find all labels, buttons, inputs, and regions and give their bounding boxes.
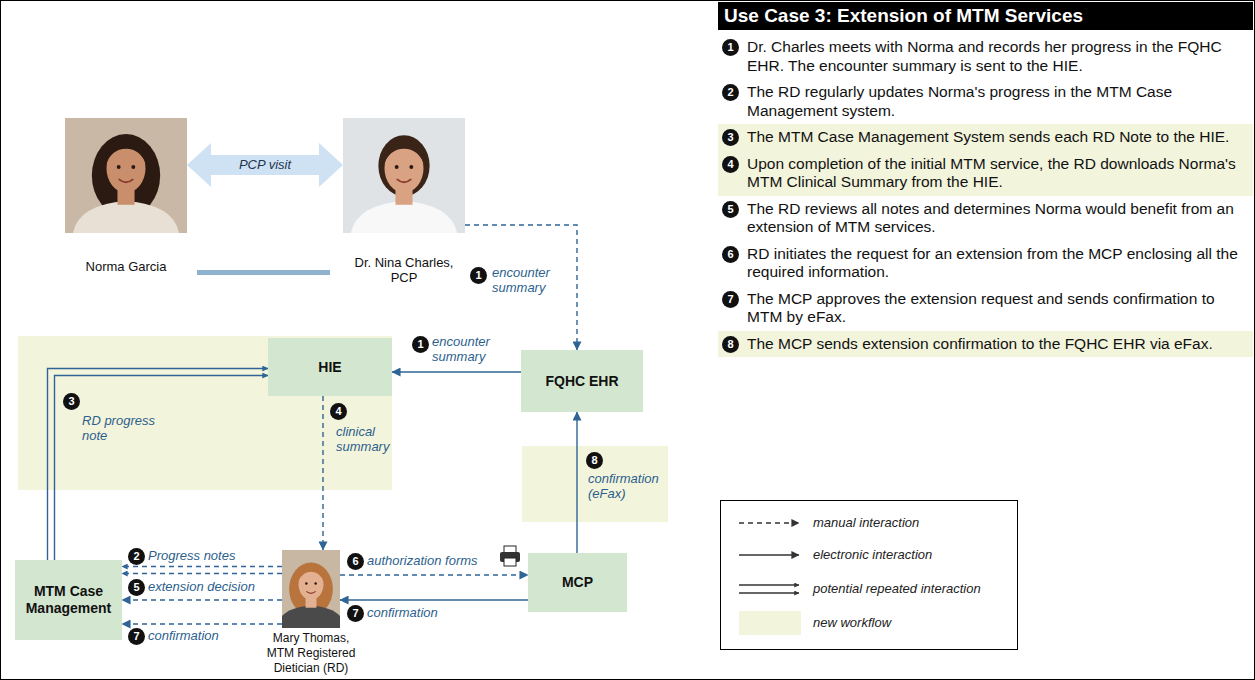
callout-number: 3 bbox=[63, 393, 80, 410]
box-label: MCP bbox=[562, 574, 593, 591]
edge-label: authorization forms bbox=[367, 553, 497, 568]
portrait bbox=[65, 118, 187, 233]
connector bbox=[340, 575, 528, 576]
connector bbox=[340, 600, 528, 601]
box-label: MTM Case Management bbox=[21, 583, 116, 617]
portrait bbox=[282, 550, 340, 628]
step-text: The MCP approves the extension request a… bbox=[747, 290, 1249, 327]
connector bbox=[392, 372, 521, 373]
legend-text: potential repeated interaction bbox=[813, 581, 981, 596]
edge-label: RD progress note bbox=[82, 413, 172, 443]
connector bbox=[122, 600, 282, 601]
edge-label: PCP visit bbox=[225, 157, 305, 172]
step-row: 8 The MCP sends extension confirmation to… bbox=[718, 331, 1253, 358]
callout-number: 6 bbox=[722, 246, 739, 263]
legend-box: manual interaction electronic interaction… bbox=[720, 500, 1018, 650]
edge-label: Progress notes bbox=[148, 548, 273, 563]
edge-label: confirmation bbox=[148, 628, 273, 643]
system-box: MCP bbox=[528, 553, 627, 612]
step-row: 6 RD initiates the request for an extensi… bbox=[718, 241, 1253, 286]
person-caption: Dr. Nina Charles, PCP bbox=[344, 255, 464, 285]
callout-number: 1 bbox=[412, 336, 429, 353]
step-text: Dr. Charles meets with Norma and records… bbox=[747, 38, 1249, 75]
callout-number: 4 bbox=[330, 403, 347, 420]
legend-sample bbox=[737, 579, 803, 599]
callout-number: 8 bbox=[586, 452, 603, 469]
box-label: FQHC EHR bbox=[545, 373, 618, 390]
new-workflow-region bbox=[18, 336, 392, 490]
legend-entry: manual interaction bbox=[721, 509, 1017, 537]
step-text: The RD regularly updates Norma's progres… bbox=[747, 83, 1249, 120]
step-list: 1 Dr. Charles meets with Norma and record… bbox=[718, 34, 1253, 357]
edge-label: encounter summary bbox=[492, 265, 572, 295]
callout-number: 7 bbox=[722, 291, 739, 308]
callout-number: 1 bbox=[722, 39, 739, 56]
edge-label: extension decision bbox=[148, 579, 273, 594]
legend-sample bbox=[737, 545, 803, 565]
legend-sample bbox=[737, 513, 803, 533]
callout-number: 5 bbox=[722, 201, 739, 218]
connector bbox=[122, 624, 282, 625]
legend-text: new workflow bbox=[813, 615, 891, 630]
person-photo: Norma Garcia bbox=[65, 118, 187, 233]
connector bbox=[48, 369, 269, 561]
system-box: HIE bbox=[268, 338, 392, 396]
person-caption: Norma Garcia bbox=[56, 259, 196, 274]
step-text: Upon completion of the initial MTM servi… bbox=[747, 155, 1249, 192]
callout-number: 4 bbox=[722, 156, 739, 173]
callout-number: 1 bbox=[470, 267, 487, 284]
printer-icon bbox=[500, 546, 520, 566]
step-text: RD initiates the request for an extensio… bbox=[747, 245, 1249, 282]
new-workflow-region bbox=[522, 446, 668, 522]
connector bbox=[187, 143, 343, 187]
divider-bar bbox=[197, 270, 330, 275]
connector bbox=[577, 412, 578, 553]
legend-entry: electronic interaction bbox=[721, 541, 1017, 569]
person-caption: Mary Thomas, MTM Registered Dietician (R… bbox=[263, 631, 359, 676]
callout-number: 3 bbox=[722, 129, 739, 146]
callout-number: 2 bbox=[128, 548, 145, 565]
legend-text: electronic interaction bbox=[813, 547, 932, 562]
callout-number: 7 bbox=[347, 605, 364, 622]
system-box: FQHC EHR bbox=[521, 350, 643, 412]
connector bbox=[122, 567, 282, 574]
step-text: The MCP sends extension confirmation to … bbox=[747, 335, 1213, 354]
step-row: 4 Upon completion of the initial MTM serv… bbox=[718, 151, 1253, 196]
callout-number: 7 bbox=[128, 628, 145, 645]
step-row: 5 The RD reviews all notes and determines… bbox=[718, 196, 1253, 241]
step-text: The MTM Case Management System sends eac… bbox=[747, 128, 1229, 147]
step-text: The RD reviews all notes and determines … bbox=[747, 200, 1249, 237]
connector bbox=[465, 225, 577, 350]
panel-title: Use Case 3: Extension of MTM Services bbox=[718, 2, 1253, 30]
callout-number: 6 bbox=[347, 553, 364, 570]
callout-number: 2 bbox=[722, 84, 739, 101]
edge-label: confirmation bbox=[367, 605, 477, 620]
edge-label: encounter summary bbox=[432, 334, 512, 364]
step-row: 3 The MTM Case Management System sends ea… bbox=[718, 124, 1253, 151]
legend-text: manual interaction bbox=[813, 515, 919, 530]
step-row: 1 Dr. Charles meets with Norma and record… bbox=[718, 34, 1253, 79]
edge-label: clinical summary bbox=[336, 424, 406, 454]
step-row: 7 The MCP approves the extension request … bbox=[718, 286, 1253, 331]
box-label: HIE bbox=[318, 359, 341, 376]
system-box: MTM Case Management bbox=[15, 560, 122, 640]
person-photo: Mary Thomas, MTM Registered Dietician (R… bbox=[282, 550, 340, 628]
step-row: 2 The RD regularly updates Norma's progre… bbox=[718, 79, 1253, 124]
portrait bbox=[343, 118, 465, 233]
callout-number: 8 bbox=[722, 336, 739, 353]
connector bbox=[323, 396, 324, 550]
legend-entry: potential repeated interaction bbox=[721, 575, 1017, 603]
legend-swatch bbox=[739, 611, 801, 635]
edge-label: confirmation (eFax) bbox=[588, 471, 668, 501]
person-photo: Dr. Nina Charles, PCP bbox=[343, 118, 465, 233]
legend-entry: new workflow bbox=[721, 609, 1017, 637]
callout-number: 5 bbox=[128, 579, 145, 596]
